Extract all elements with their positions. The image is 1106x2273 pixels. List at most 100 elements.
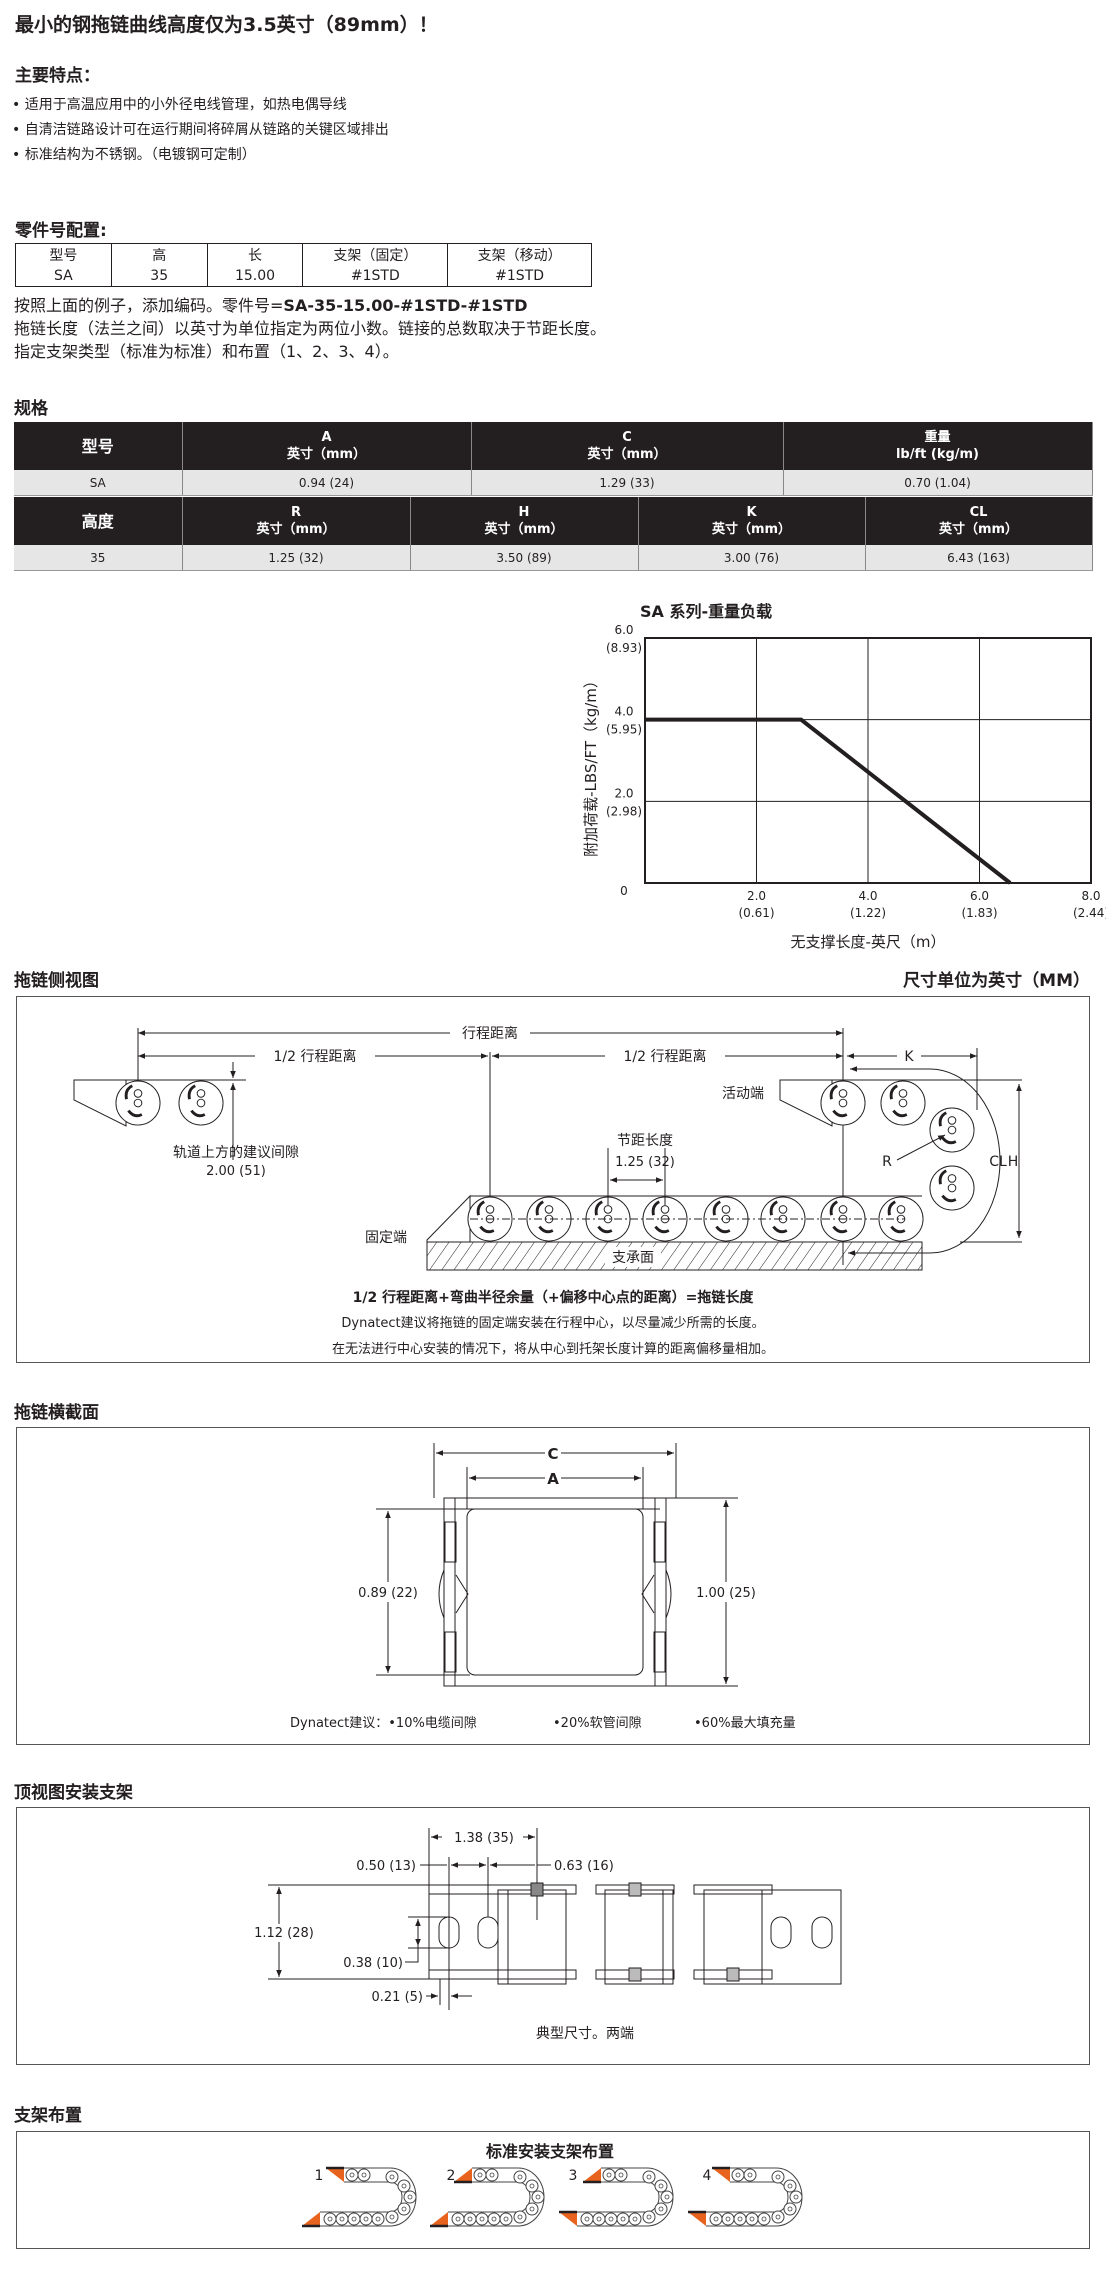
fixed-bracket-icon [430,2212,448,2226]
chart-plot-frame [644,637,1092,884]
top-view-caption: 典型尺寸。两端 [536,2026,634,2042]
chart-x-tick-sublabel: (0.61) [738,906,774,920]
cross-section-labels: C A 0.89 (22) 1.00 (25) Dynatect建议：•10%电… [290,1445,796,1731]
chain-link-mini [513,2170,527,2184]
chain-link-mini [347,2212,361,2226]
spec-value-c: 1.29 (33) [471,470,784,496]
chain-link-mini [783,2179,797,2193]
chain-link-mini [642,2210,656,2224]
bracket-note: 指定支架类型（标准为标准）和布置（1、2、3、4）。 [14,342,399,361]
chain-link-mini [602,2168,616,2182]
cl-label: CL [989,1154,1007,1170]
chart-y-axis-title: 附加荷载-LBS/FT（kg/m） [582,673,600,857]
mounting-slot [438,1916,460,1949]
cross-section-panel [16,1427,1090,1745]
part-header-length: 长 [206,243,304,265]
slot-length-label: 0.38 (10) [343,1956,403,1971]
fixed-bracket-icon [688,2212,706,2226]
bracket-option-number: 2 [447,2168,456,2184]
chart-x-tick-label: 4.0 [858,889,877,903]
top-view-panel [16,1807,1090,2065]
chain-link-mini [733,2212,747,2226]
chain-link-mini [403,2190,417,2204]
chain-link-mini [525,2179,539,2193]
part-header-fixed-bracket: 支架（固定） [302,243,449,265]
chain-link-mini [359,2212,373,2226]
clearance-value: 2.00 (51) [206,1164,266,1179]
chain-link-mini [604,2212,618,2226]
chain-link-mini [473,2168,487,2182]
cross-section-heading: 拖链横截面 [14,1403,99,1423]
spec-value-k: 3.00 (76) [638,545,866,571]
spec-value-weight: 0.70 (1.04) [783,470,1093,496]
page-title: 最小的钢拖链曲线高度仅为3.5英寸（89mm）！ [15,14,438,36]
chain-link-mini [580,2212,594,2226]
spec-value-a: 0.94 (24) [182,470,472,496]
chain-link-mini [789,2190,803,2204]
moving-bracket-icon [712,2168,730,2182]
recommend-hose-gap: •20%软管间隙 [553,1716,642,1731]
side-view-heading: 拖链侧视图 [14,971,99,991]
chain-link-mini [743,2168,757,2182]
moving-end-label: 活动端 [722,1086,764,1102]
units-note: 尺寸单位为英寸（MM） [903,971,1090,991]
cross-section-diagram [355,1443,759,1687]
chart-x-axis-title: 无支撑长度-英尺（m） [790,933,945,951]
support-surface-label: 支承面 [612,1250,654,1266]
length-formula: 1/2 行程距离+弯曲半径余量（+偏移中心点的距离）=拖链长度 [353,1289,755,1306]
chain-link-mini [654,2179,668,2193]
clearance-label: 轨道上方的建议间隙 [173,1145,299,1161]
pitch-value: 1.25 (32) [615,1155,675,1170]
chain-link [114,1079,162,1127]
part-number-example: SA-35-15.00-#1STD-#1STD [283,296,528,315]
chain-link-mini [592,2212,606,2226]
fixed-bracket-icon [302,2212,320,2226]
chart-title: SA 系列-重量负载 [640,602,772,621]
spec-value-model: SA [14,470,183,496]
chain-link-mini [385,2210,399,2224]
edge-offset-label: 0.21 (5) [372,1990,424,2005]
link-outer-frame [443,1497,667,1687]
bracket-layout-panel [16,2131,1090,2249]
chain-link-mini [499,2212,513,2226]
chain-link-mini [614,2168,628,2182]
feature-list: • 适用于高温应用中的小外径电线管理，如热电偶导线 • 自清洁链路设计可在运行期… [12,95,389,170]
chart-y-tick-label: 6.0 [614,623,633,637]
chain-link-mini [397,2179,411,2193]
part-value-length: 15.00 [206,265,304,287]
mounting-slot [770,1916,792,1949]
chain-link-mini [487,2212,501,2226]
chain-link-mini [628,2212,642,2226]
pitch-label: 节距长度 [617,1133,673,1149]
chain-link-mini [357,2168,371,2182]
part-config-table: 型号 高 长 支架（固定） 支架（移动） SA 35 15.00 #1STD #… [15,243,592,287]
chart-x-tick-label: 2.0 [747,889,766,903]
chart-x-tick-label: 6.0 [970,889,989,903]
side-view-diagram [73,1022,1022,1271]
chart-series-line [645,717,1012,885]
width-label: 1.12 (28) [254,1926,314,1941]
moving-chain-bend [819,1079,976,1212]
bracket-option-number: 4 [703,2168,712,2184]
inner-height-label: 0.89 (22) [358,1586,418,1601]
half-travel-label: 1/2 行程距离 [274,1048,357,1065]
chain-link-mini [660,2190,674,2204]
r-label: R [882,1154,892,1170]
feature-item: • 适用于高温应用中的小外径电线管理，如热电偶导线 [12,97,347,113]
spec-value-height: 35 [14,545,183,571]
chain-link-mini [525,2202,539,2216]
bracket-layout-heading: 支架布置 [14,2106,82,2126]
h-label: H [1008,1154,1019,1170]
chain-link-mini [771,2210,785,2224]
feature-item: • 标准结构为不锈钢。（电镀钢可定制） [12,147,256,163]
chain-link-mini [371,2212,385,2226]
length-note: 拖链长度（法兰之间）以英寸为单位指定为两位小数。链接的总数取决于节距长度。 [14,319,607,338]
side-view-panel [16,996,1090,1363]
